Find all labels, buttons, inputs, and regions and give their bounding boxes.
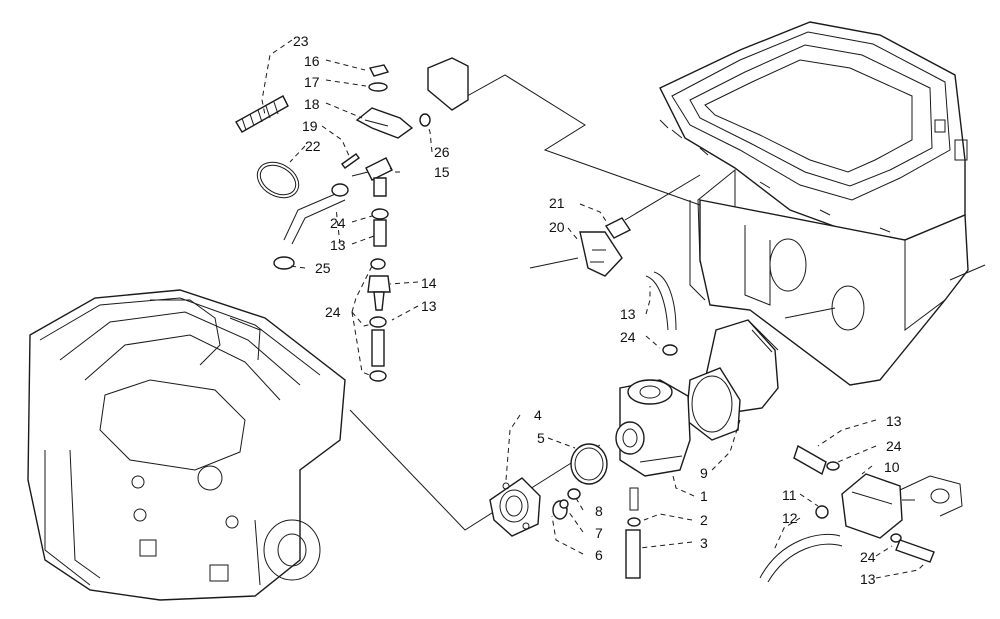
callout-3: 3 (700, 535, 708, 551)
fuel-pump (841, 473, 903, 539)
fuel-pump-assembly (759, 444, 963, 583)
pump-nut-11 (815, 505, 829, 519)
intake-boot (685, 319, 779, 441)
tee-fitting (351, 157, 393, 197)
upper-hose (283, 191, 341, 241)
callout-24-vent: 24 (620, 329, 636, 345)
callout-6: 6 (595, 547, 603, 563)
callout-1: 1 (700, 488, 708, 504)
pump-hose-12 (767, 543, 843, 583)
carburetor-body (615, 379, 691, 477)
callout-15: 15 (434, 164, 450, 180)
callout-13-pump-top: 13 (886, 413, 902, 429)
callout-19: 19 (302, 118, 318, 134)
callout-8: 8 (595, 503, 603, 519)
callout-25: 25 (315, 260, 331, 276)
callout-2: 2 (700, 512, 708, 528)
mount-bracket-21 (529, 217, 632, 277)
callout-17: 17 (304, 74, 320, 90)
air-box (659, 21, 986, 386)
callout-23: 23 (293, 33, 309, 49)
fuel-line-parts (235, 57, 469, 382)
callout-18: 18 (304, 96, 320, 112)
callout-10: 10 (884, 459, 900, 475)
callout-11: 11 (782, 487, 797, 503)
lower-hose-segment (371, 329, 385, 367)
bracket-part (355, 107, 414, 139)
hose-clamp (331, 183, 349, 197)
callout-14: 14 (421, 275, 437, 291)
boot-clamp (570, 443, 608, 485)
pump-hose-upper (793, 444, 827, 476)
callout-13-vent: 13 (620, 306, 636, 322)
callout-21: 21 (549, 195, 565, 211)
fuel-filter (367, 275, 391, 311)
pump-hose-lower (895, 539, 935, 563)
flange (489, 477, 541, 537)
callout-22: 22 (305, 138, 321, 154)
nut-part (368, 64, 390, 77)
carburetor-assembly (489, 271, 779, 579)
callout-labels: 23 16 17 18 19 22 26 15 24 13 25 14 24 1… (293, 33, 902, 587)
callout-12: 12 (782, 510, 798, 526)
washer-part (368, 82, 388, 92)
mount-block (427, 57, 469, 111)
callout-5: 5 (537, 430, 545, 446)
callout-9: 9 (700, 465, 708, 481)
callout-13-pump-bottom: 13 (860, 571, 876, 587)
engine (27, 289, 346, 601)
leader-lines (261, 39, 927, 579)
callout-7: 7 (595, 525, 603, 541)
spring-part (235, 95, 289, 133)
callout-4: 4 (534, 407, 542, 423)
screw-part (341, 153, 360, 169)
nut-8-part (567, 488, 581, 500)
callout-24-middle: 24 (325, 304, 341, 320)
callout-24-pump-bottom: 24 (860, 549, 876, 565)
callout-24-upper: 24 (330, 215, 346, 231)
callout-13-upper: 13 (330, 237, 346, 253)
clamp-25-part (273, 256, 295, 270)
callout-16: 16 (304, 53, 320, 69)
callout-13-middle: 13 (421, 298, 437, 314)
callout-24-pump-top: 24 (886, 438, 902, 454)
grommet-part (419, 113, 431, 127)
hose-segment (373, 219, 387, 247)
callout-20: 20 (549, 219, 565, 235)
callout-26: 26 (434, 144, 450, 160)
clamp-ring (256, 161, 300, 199)
drain-hose (625, 529, 641, 579)
